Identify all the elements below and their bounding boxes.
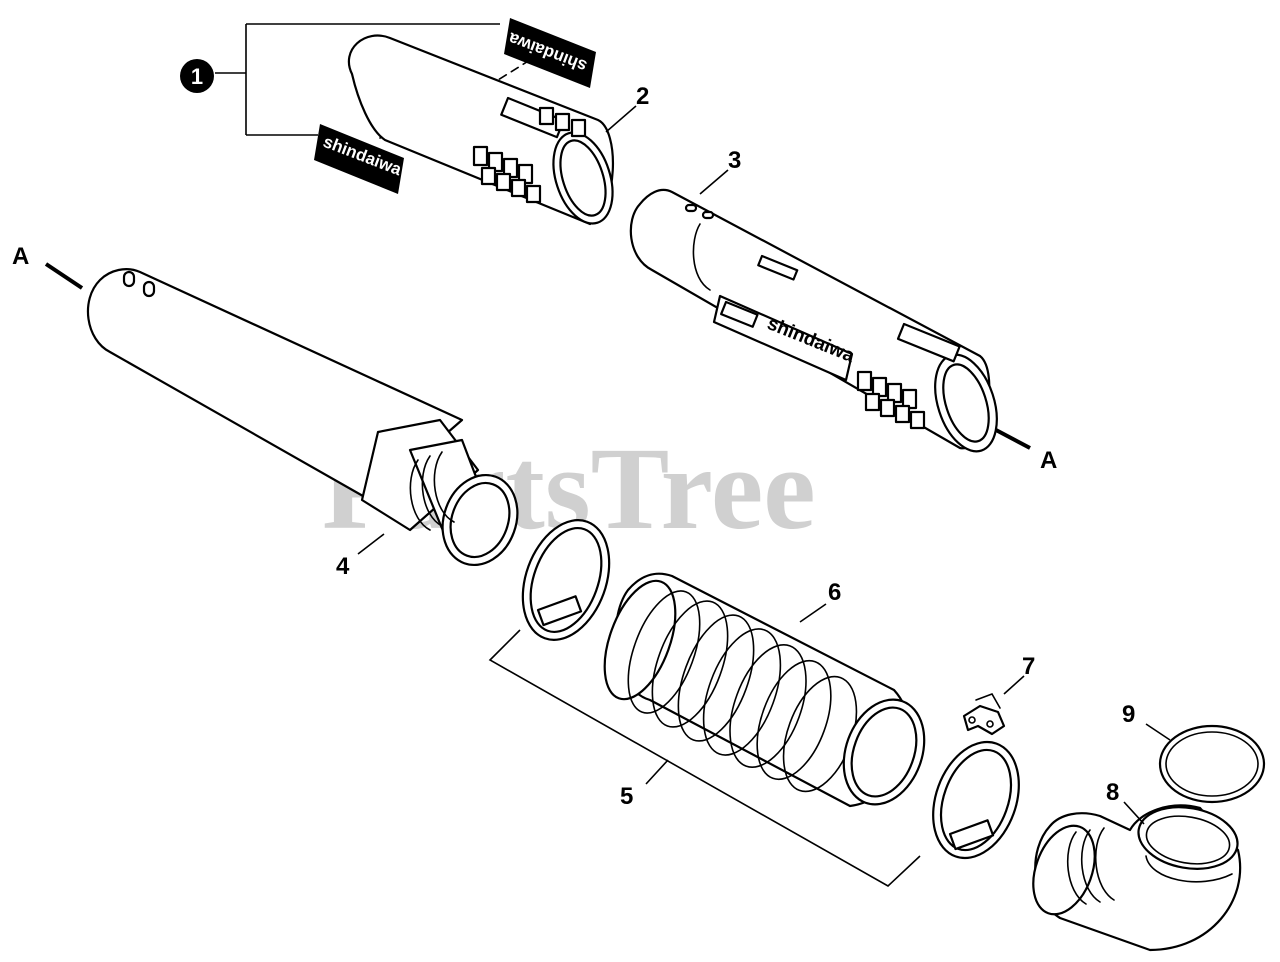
callout-6: 6 <box>828 579 841 606</box>
callout-3: 3 <box>728 147 741 174</box>
clamp-lower <box>932 740 1020 860</box>
leader-4 <box>357 533 385 555</box>
clamp-upper <box>521 519 611 641</box>
connector-a-right: A <box>995 428 1057 474</box>
part-5-clamp-set[interactable]: 5 <box>488 508 1034 887</box>
part-6-flex-hose[interactable]: 6 <box>591 571 939 815</box>
part-9-o-ring[interactable]: 9 <box>1122 701 1266 804</box>
leader-6 <box>799 603 827 623</box>
part-3-tube[interactable]: shindaiwa 3 <box>629 147 1008 459</box>
part-1-decal-set[interactable]: 1 shindaiwa shindaiwa <box>180 18 596 194</box>
part-4-pipe[interactable]: 4 <box>86 268 530 580</box>
callout-1-circle <box>180 59 214 93</box>
callout-1-label: 1 <box>191 64 203 89</box>
callout-4: 4 <box>336 553 350 580</box>
leader-7 <box>1003 675 1025 695</box>
tube-3-ribs <box>856 370 926 430</box>
callout-8: 8 <box>1106 779 1119 806</box>
callout-5: 5 <box>620 783 633 810</box>
tube-2-ribs <box>472 106 587 204</box>
leader-9 <box>1145 723 1171 741</box>
part-2-tube[interactable]: 2 <box>347 34 649 232</box>
leader-8 <box>1123 801 1145 825</box>
decal-top: shindaiwa <box>504 18 596 88</box>
callout-9: 9 <box>1122 701 1135 728</box>
bracket-1 <box>215 23 500 136</box>
part-8-elbow[interactable]: 8 <box>1022 779 1242 952</box>
leader-3 <box>699 169 729 195</box>
leader-2 <box>605 105 637 133</box>
callout-a-right: A <box>1040 447 1057 474</box>
leader-5 <box>645 759 669 785</box>
callout-7: 7 <box>1022 653 1035 680</box>
part-7-clip[interactable]: 7 <box>962 653 1035 736</box>
callout-a-left: A <box>12 243 29 270</box>
bracket-5 <box>488 629 921 887</box>
decal-top-leader <box>497 59 531 81</box>
connector-a-left: A <box>12 243 84 290</box>
callout-2: 2 <box>636 83 649 110</box>
